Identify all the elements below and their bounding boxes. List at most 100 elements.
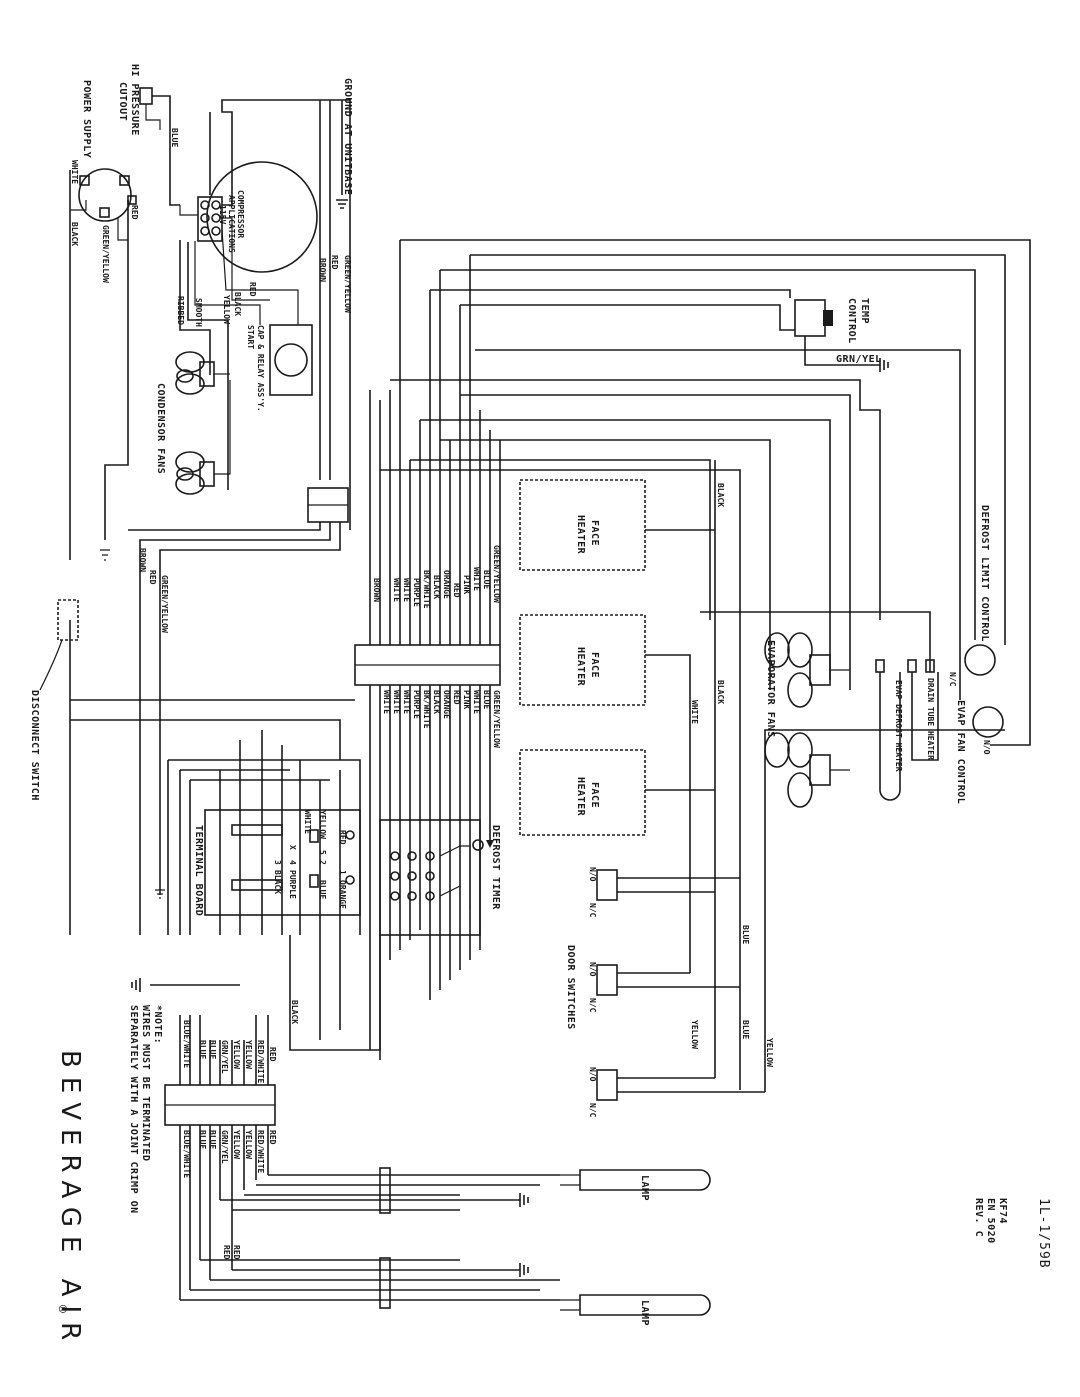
evaporator-fans <box>764 632 850 808</box>
lb-7: BLUE/WHITE <box>182 1130 191 1178</box>
hu-1: BLUE <box>482 570 491 589</box>
hl-7: BK/WHITE <box>422 690 431 729</box>
hl-0: GREEN/YELLOW <box>492 690 501 748</box>
pressure-switch-icon <box>139 87 153 105</box>
drain-tube-label: DRAIN TUBE HEATER <box>926 678 935 760</box>
hu-2: WHITE <box>472 567 481 591</box>
heater-zigzag <box>519 614 646 706</box>
condensor-label: CONDENSOR FANS <box>155 383 166 474</box>
hi-pressure-label: HI PRESSURE <box>129 64 140 136</box>
grn-yel-label: GRN/YEL <box>836 354 882 365</box>
hu-5: ORANGE <box>442 570 451 599</box>
ds-no-2: N/O <box>588 962 597 977</box>
dt-black-label: BLACK <box>290 1000 299 1024</box>
smooth-label: SMOOTH <box>194 298 203 327</box>
lt-1: RED/WHITE <box>256 1040 265 1084</box>
lt-7: BLUE/WHITE <box>182 1020 191 1068</box>
ds-nc-3: N/C <box>588 1103 597 1118</box>
hi-pressure-cutout <box>139 87 180 206</box>
hl-9: WHITE <box>402 690 411 714</box>
cmp-yellow-label: YELLOW <box>222 295 231 324</box>
compressor-title: COMPRESSOR <box>236 190 245 238</box>
ground-label: GROUND AT UNITBASE <box>342 78 353 195</box>
tb-red: RED <box>338 830 347 845</box>
lb-3: YELLOW <box>232 1130 241 1159</box>
tb-x: X <box>288 845 297 850</box>
lamps <box>180 1167 711 1316</box>
cmp-black-label: BLACK <box>233 292 242 316</box>
lamp-icon <box>579 1294 711 1316</box>
tb-orange: ORANGE <box>338 880 347 909</box>
lr-1: RED <box>222 1245 231 1260</box>
gy-label-2: GREEN/YELLOW <box>160 575 169 633</box>
fh-white: WHITE <box>690 700 699 724</box>
power-plug-icon <box>78 168 132 222</box>
door-switch-icon <box>596 964 618 996</box>
hl-4: RED <box>452 690 461 705</box>
lb-2: YELLOW <box>244 1130 253 1159</box>
hu-6: BLACK <box>432 575 441 599</box>
nc-label-limit: N/C <box>948 672 957 687</box>
lt-6: BLUE <box>198 1040 207 1059</box>
defrost-timer <box>289 819 484 1051</box>
lt-3: YELLOW <box>232 1040 241 1069</box>
lamp-connector <box>164 1015 276 1300</box>
tb-2: 2 <box>318 860 327 865</box>
temp-label-2: CONTROL <box>846 298 857 344</box>
lt-5: BLUE <box>208 1040 217 1059</box>
evap-fan-control-label: EVAP FAN CONTROL <box>955 700 966 804</box>
face-heater-1b: HEATER <box>575 515 586 555</box>
fan-icon <box>764 732 790 768</box>
hu-10: WHITE <box>392 578 401 602</box>
brand-logo: BEVERAGE AIR <box>55 1050 85 1349</box>
lamp-label-2: LAMP <box>639 1300 650 1326</box>
evap-defrost-label: EVAP DEFROST HEATER <box>894 680 903 772</box>
ds-yellow-1: YELLOW <box>690 1020 699 1049</box>
face-heater-2a: FACE <box>589 652 600 678</box>
hl-3: PINK <box>462 690 471 709</box>
tb-purple: PURPLE <box>288 870 297 899</box>
thermostat-icon <box>794 299 826 337</box>
no-label-evap: N/O <box>982 740 991 755</box>
ds-blue-2: BLUE <box>741 1020 750 1039</box>
tb-1: 1 <box>338 870 347 875</box>
brown-label-2: BROWN <box>138 548 147 572</box>
tb-black: BLACK <box>273 870 282 894</box>
compressor-volts: 115V <box>218 205 227 224</box>
drain-tube-heater <box>911 672 939 761</box>
note-line3: SEPARATELY WITH A JOINT CRIMP ON <box>128 1005 139 1214</box>
door-switch-icon <box>596 869 618 901</box>
face-heater-2b: HEATER <box>575 647 586 687</box>
defrost-limit-label: DEFROST LIMIT CONTROL <box>979 505 990 642</box>
relay-box <box>269 324 313 396</box>
hl-6: BLACK <box>432 690 441 714</box>
compressor-icon <box>206 161 318 273</box>
disconnect-switch <box>39 599 79 691</box>
hu-11: BROWN <box>372 578 381 602</box>
lamp-label-1: LAMP <box>639 1175 650 1201</box>
evap-defrost-heater <box>879 672 901 801</box>
lr-0: RED <box>232 1245 241 1260</box>
brown-label-1: BROWN <box>318 258 327 282</box>
lb-0: RED <box>268 1130 277 1145</box>
door-switches-label: DOOR SWITCHES <box>565 945 576 1030</box>
wire-label-green-yellow: GREEN/YELLOW <box>101 225 110 283</box>
wire-label-red: RED <box>130 205 139 220</box>
lt-4: GRN/YEL <box>220 1040 229 1074</box>
face-heater-3a: FACE <box>589 782 600 808</box>
hu-9: WHITE <box>402 578 411 602</box>
fh-black-1: BLACK <box>716 483 725 507</box>
lamp-icon <box>579 1169 711 1191</box>
tb-3: 3 <box>273 860 282 865</box>
hl-10: WHITE <box>392 690 401 714</box>
red-label-2: RED <box>148 570 157 585</box>
brand-mark: ® <box>54 1305 69 1314</box>
cutout-label: CUTOUT <box>117 82 128 121</box>
compressor <box>197 161 318 396</box>
hu-3: PINK <box>462 575 471 594</box>
hl-5: ORANGE <box>442 690 451 719</box>
wire-label-blue-hp: BLUE <box>170 128 179 147</box>
defrost-limit-icon <box>964 644 996 676</box>
relay-label: CAP & RELAY ASS'Y. <box>256 325 265 412</box>
doc-number: 1L-1/59B <box>1036 1198 1051 1269</box>
